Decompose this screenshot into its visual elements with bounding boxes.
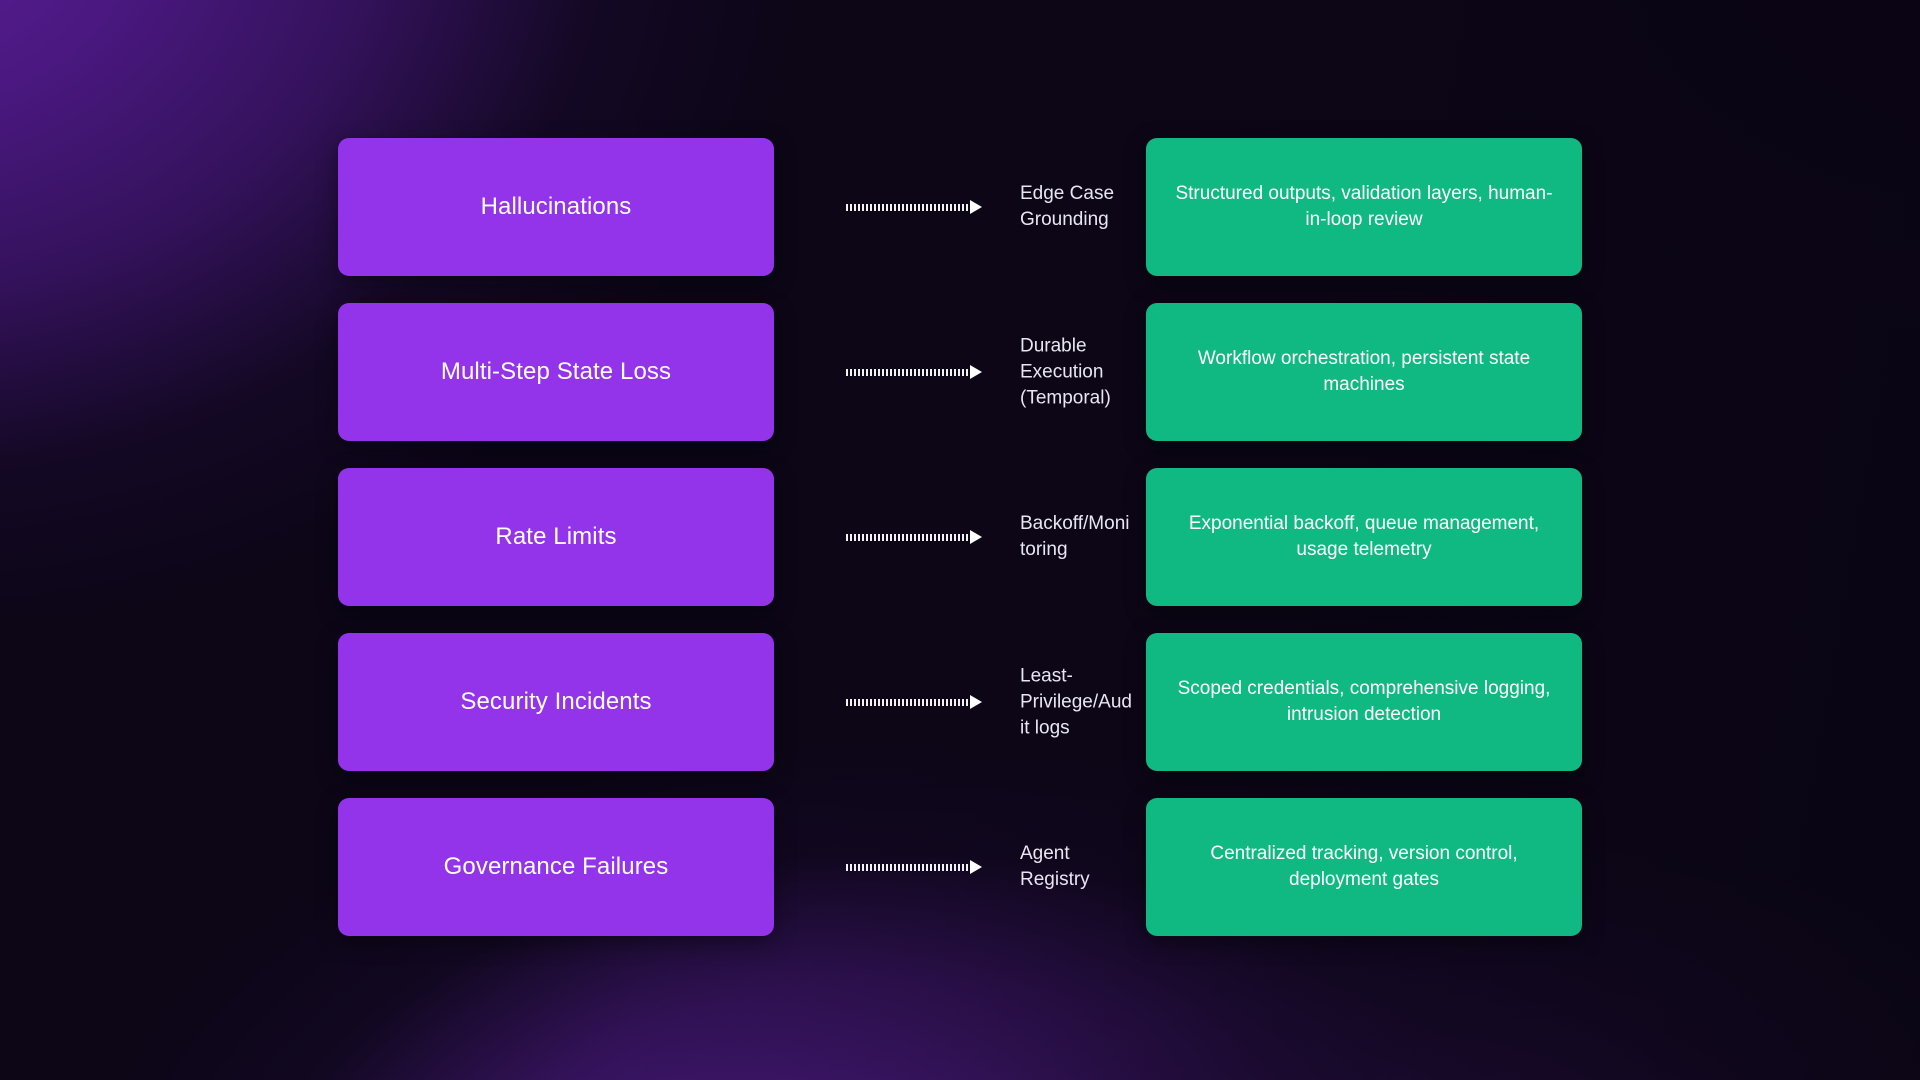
arrow-line <box>846 368 971 376</box>
diagram-row: Multi-Step State Loss Durable Execution … <box>338 303 1582 441</box>
connector: Edge Case Grounding <box>774 138 1146 276</box>
solution-node[interactable]: Scoped credentials, comprehensive loggin… <box>1146 633 1582 771</box>
connector-label: Durable Execution (Temporal) <box>1020 335 1111 408</box>
solution-label: Exponential backoff, queue management, u… <box>1188 512 1540 560</box>
dashed-arrow-right-icon <box>846 860 982 874</box>
solution-label: Structured outputs, validation layers, h… <box>1175 182 1553 230</box>
arrow-head <box>970 695 982 709</box>
problem-node[interactable]: Hallucinations <box>338 138 774 276</box>
solution-node[interactable]: Exponential backoff, queue management, u… <box>1146 468 1582 606</box>
dashed-arrow-right-icon <box>846 695 982 709</box>
problem-label: Multi-Step State Loss <box>440 358 672 386</box>
arrow-head <box>970 365 982 379</box>
diagram-row: Rate Limits Backoff/Monitoring Exponenti… <box>338 468 1582 606</box>
arrow-line <box>846 533 971 541</box>
dashed-arrow-right-icon <box>846 200 982 214</box>
arrow-line <box>846 698 971 706</box>
problem-label: Governance Failures <box>443 853 669 881</box>
connector-label: Least-Privilege/Audit logs <box>1020 665 1132 738</box>
connector: Least-Privilege/Audit logs <box>774 633 1146 771</box>
solution-node[interactable]: Centralized tracking, version control, d… <box>1146 798 1582 936</box>
diagram-row: Governance Failures Agent Registry Centr… <box>338 798 1582 936</box>
connector-label: Edge Case Grounding <box>1020 183 1115 230</box>
connector-label: Backoff/Monitoring <box>1020 513 1130 560</box>
connector-label: Agent Registry <box>1020 843 1090 890</box>
solution-label: Centralized tracking, version control, d… <box>1210 842 1518 890</box>
problem-node[interactable]: Security Incidents <box>338 633 774 771</box>
arrow-head <box>970 200 982 214</box>
problem-node[interactable]: Multi-Step State Loss <box>338 303 774 441</box>
problem-node[interactable]: Governance Failures <box>338 798 774 936</box>
solution-node[interactable]: Workflow orchestration, persistent state… <box>1146 303 1582 441</box>
diagram-row: Security Incidents Least-Privilege/Audit… <box>338 633 1582 771</box>
arrow-line <box>846 203 971 211</box>
problem-solution-diagram: Hallucinations Edge Case Grounding Struc… <box>338 138 1582 936</box>
problem-label: Security Incidents <box>460 688 652 716</box>
solution-node[interactable]: Structured outputs, validation layers, h… <box>1146 138 1582 276</box>
arrow-head <box>970 530 982 544</box>
arrow-line <box>846 863 971 871</box>
problem-label: Hallucinations <box>480 193 632 221</box>
connector: Durable Execution (Temporal) <box>774 303 1146 441</box>
problem-label: Rate Limits <box>495 523 617 551</box>
diagram-row: Hallucinations Edge Case Grounding Struc… <box>338 138 1582 276</box>
connector: Agent Registry <box>774 798 1146 936</box>
dashed-arrow-right-icon <box>846 365 982 379</box>
dashed-arrow-right-icon <box>846 530 982 544</box>
arrow-head <box>970 860 982 874</box>
solution-label: Workflow orchestration, persistent state… <box>1197 347 1531 395</box>
solution-label: Scoped credentials, comprehensive loggin… <box>1177 677 1551 725</box>
connector: Backoff/Monitoring <box>774 468 1146 606</box>
problem-node[interactable]: Rate Limits <box>338 468 774 606</box>
